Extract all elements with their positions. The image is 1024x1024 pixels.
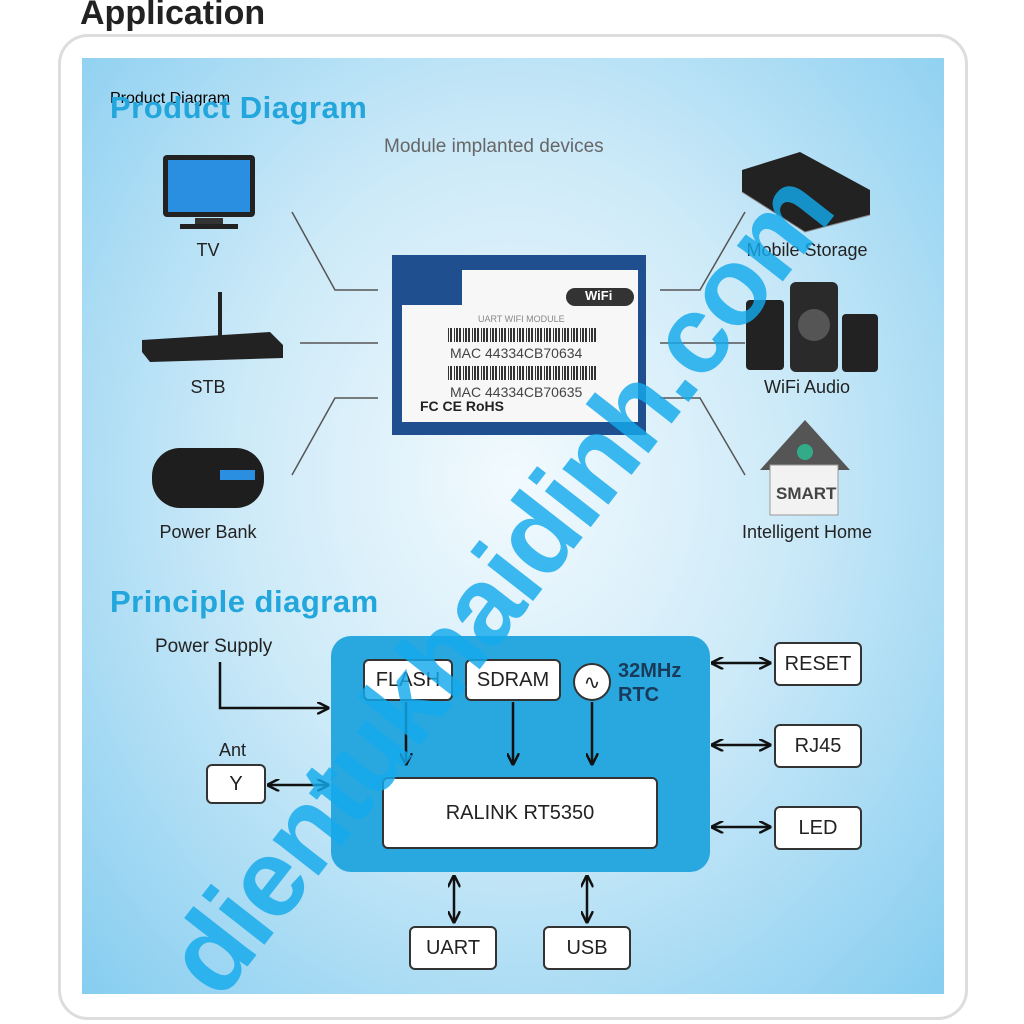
antenna-box: Y <box>206 764 266 804</box>
smart-home-icon <box>760 420 850 516</box>
device-label-stb: STB <box>190 377 226 397</box>
flash-box: FLASH <box>363 659 453 701</box>
uart-port: UART <box>409 926 497 970</box>
principle-diagram-title: Principle diagram <box>110 584 379 619</box>
wifi-badge: WiFi <box>585 288 613 303</box>
usb-port: USB <box>543 926 631 970</box>
led-port: LED <box>774 806 862 850</box>
product-diagram-title-text: Product Diagram <box>110 90 368 125</box>
connector-lines <box>291 211 746 476</box>
cpu-box: RALINK RT5350 <box>382 777 658 849</box>
mobile-storage-icon <box>741 152 871 233</box>
barcodes <box>448 328 598 380</box>
device-label-wifi-audio: WiFi Audio <box>763 377 851 397</box>
power-supply-label: Power Supply <box>155 636 273 657</box>
tv-icon <box>163 155 255 229</box>
product-diagram-title: Product Diagram <box>110 90 231 107</box>
power-arrow <box>218 662 328 708</box>
product-diagram-subtitle: Module implanted devices <box>384 136 604 157</box>
stb-icon <box>142 292 283 362</box>
oscillator-icon: ∿ <box>573 663 611 701</box>
device-label-intelligent-home: Intelligent Home <box>741 522 873 542</box>
clock-label-rtc: RTC <box>618 684 660 706</box>
module-mac-2: MAC 44334CB70635 <box>450 384 583 400</box>
wifi-audio-icon <box>746 282 878 372</box>
device-label-power-bank: Power Bank <box>159 522 257 542</box>
rj45-port: RJ45 <box>774 724 862 768</box>
module-mac-1: MAC 44334CB70634 <box>450 345 583 361</box>
wifi-module-image <box>392 255 646 435</box>
module-title: UART WIFI MODULE <box>478 314 565 324</box>
smart-label: SMART <box>776 484 837 503</box>
reset-port: RESET <box>774 642 862 686</box>
power-bank-icon <box>152 448 264 508</box>
module-certs: FC CE RoHS <box>420 398 504 414</box>
ant-label: Ant <box>219 740 247 760</box>
page-heading: Application <box>80 0 266 32</box>
device-label-mobile-storage: Mobile Storage <box>746 240 868 260</box>
sdram-box: SDRAM <box>465 659 561 701</box>
clock-label-32mhz: 32MHz <box>618 660 682 682</box>
device-label-tv: TV <box>196 240 220 260</box>
